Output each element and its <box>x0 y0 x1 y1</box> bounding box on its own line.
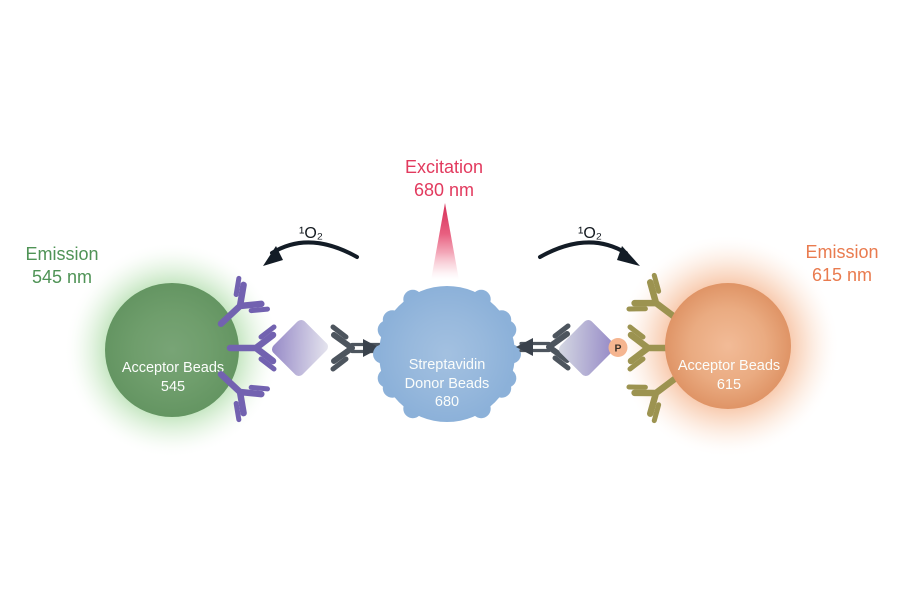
emission-615-label-line2: 615 nm <box>812 265 872 285</box>
donor-bead-highlight <box>379 286 515 422</box>
emission-615-label-line1: Emission <box>805 242 878 262</box>
donor-bead-label-line2: Donor Beads <box>405 376 490 392</box>
arrowhead-left <box>263 246 283 266</box>
excitation-label-line2: 680 nm <box>414 180 474 200</box>
emission-545-label-line1: Emission <box>25 244 98 264</box>
singlet-oxygen-right-label: ¹O₂ <box>578 225 602 242</box>
singlet-oxygen-left-label: ¹O₂ <box>299 225 323 242</box>
emission-545-label: Emission 545 nm <box>25 244 98 287</box>
singlet-oxygen-right-arrow: ¹O₂ <box>538 225 640 266</box>
acceptor-bead-615-label-line1: Acceptor Beads <box>678 358 780 374</box>
excitation-beam <box>431 203 459 280</box>
acceptor-bead-615-body <box>665 283 791 409</box>
arrowhead-into-donor-right <box>516 338 533 356</box>
acceptor-bead-615: Acceptor Beads 615 <box>665 283 791 409</box>
arrowhead-right <box>617 246 640 266</box>
acceptor-bead-545-body <box>105 283 239 417</box>
acceptor-bead-545-label-line1: Acceptor Beads <box>122 360 224 376</box>
excitation-label-line1: Excitation <box>405 157 483 177</box>
emission-615-label: Emission 615 nm <box>805 242 878 285</box>
donor-bead-label-line1: Streptavidin <box>409 357 486 373</box>
phospho-marker: P <box>608 338 628 357</box>
singlet-oxygen-left-arrow: ¹O₂ <box>263 225 359 266</box>
acceptor-bead-545-label-line2: 545 <box>161 379 185 395</box>
emission-545-label-line2: 545 nm <box>32 267 92 287</box>
donor-bead-label-line3: 680 <box>435 394 459 410</box>
acceptor-bead-545: Acceptor Beads 545 <box>105 283 239 417</box>
acceptor-bead-615-label-line2: 615 <box>717 377 741 393</box>
excitation-label: Excitation 680 nm <box>405 157 483 200</box>
analyte-right <box>558 319 616 377</box>
donor-bead-680: Streptavidin Donor Beads 680 <box>373 286 521 422</box>
analyte-left <box>271 319 329 377</box>
phospho-label: P <box>614 343 621 355</box>
arrowhead-into-donor-left <box>363 339 380 357</box>
